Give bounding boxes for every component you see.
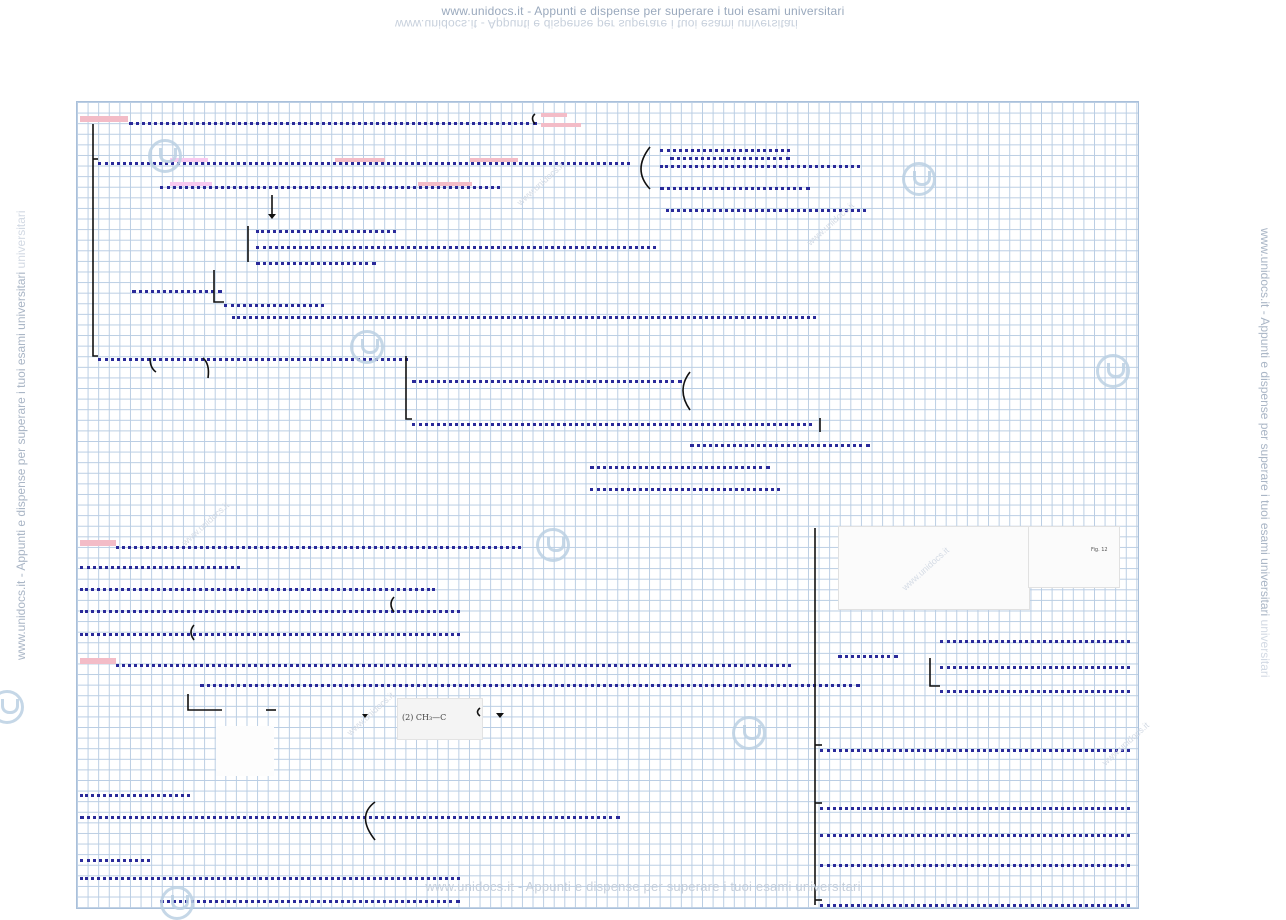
- note-line: [256, 242, 656, 249]
- note-line: [160, 182, 500, 189]
- top-watermark-text: www.unidocs.it - Appunti e dispense per …: [441, 4, 845, 18]
- note-tag: [541, 113, 567, 117]
- note-line: [820, 830, 1130, 837]
- unidocs-logo-icon: [1096, 354, 1130, 388]
- note-highlight: [170, 158, 208, 162]
- spectrum-figure: [838, 526, 1030, 610]
- note-line: [690, 440, 870, 447]
- note-line: [820, 803, 1130, 810]
- note-highlight: [418, 182, 472, 186]
- unidocs-logo-icon: [902, 162, 936, 196]
- note-line: [80, 790, 190, 797]
- note-line: [666, 205, 866, 212]
- note-highlight: [170, 182, 212, 186]
- note-block: [838, 605, 898, 658]
- formula-image: (2) CH₃—C: [397, 698, 483, 740]
- note-heading-3: [80, 658, 116, 664]
- note-line: [256, 226, 396, 233]
- note-line: [820, 860, 1130, 867]
- unidocs-logo-icon: [732, 716, 766, 750]
- note-line: [590, 462, 770, 469]
- note-line: [660, 183, 810, 190]
- note-highlight: [335, 158, 385, 162]
- unidocs-logo-icon: [536, 528, 570, 562]
- note-tag: [541, 123, 581, 127]
- note-line: [80, 855, 150, 862]
- unidocs-logo-icon: [148, 139, 182, 173]
- note-line: [129, 117, 537, 125]
- note-line: [412, 419, 812, 426]
- top-watermark: www.unidocs.it - Appunti e dispense per …: [0, 4, 1286, 31]
- note-line: [116, 542, 521, 549]
- formula-text: (2) CH₃—C: [402, 713, 447, 722]
- note-line: [660, 145, 790, 152]
- note-line: [80, 873, 460, 880]
- note-block: [132, 258, 222, 293]
- ring-molecule-figure: [216, 726, 274, 776]
- unidocs-logo-icon: [0, 690, 24, 724]
- note-line: [80, 629, 460, 636]
- note-line: [590, 484, 780, 491]
- note-line: [80, 562, 240, 569]
- note-line: [940, 686, 1130, 693]
- note-line: [670, 153, 790, 160]
- note-line: [98, 354, 408, 361]
- note-line: [200, 680, 860, 687]
- unidocs-logo-icon: [350, 330, 384, 364]
- note-line: [224, 300, 324, 307]
- note-line: [80, 812, 620, 819]
- note-heading-1: [80, 116, 128, 122]
- note-line: [80, 606, 460, 613]
- note-line: [940, 662, 1130, 669]
- note-line: [98, 158, 630, 165]
- note-line: [820, 900, 1130, 907]
- note-line: [160, 896, 460, 903]
- note-line: [116, 660, 791, 667]
- structure-figure: Fig. 12: [1028, 526, 1120, 588]
- note-line: [820, 745, 1130, 752]
- note-highlight: [470, 158, 518, 162]
- note-line: [660, 161, 860, 168]
- bottom-watermark: www.unidocs.it - Appunti e dispense per …: [425, 879, 861, 894]
- note-line: [80, 584, 435, 591]
- note-line: [412, 376, 682, 383]
- note-line: [256, 258, 376, 265]
- note-line: [232, 312, 816, 319]
- note-heading-2: [80, 540, 116, 546]
- note-line: [940, 636, 1130, 643]
- figure-label: Fig. 12: [1091, 547, 1108, 553]
